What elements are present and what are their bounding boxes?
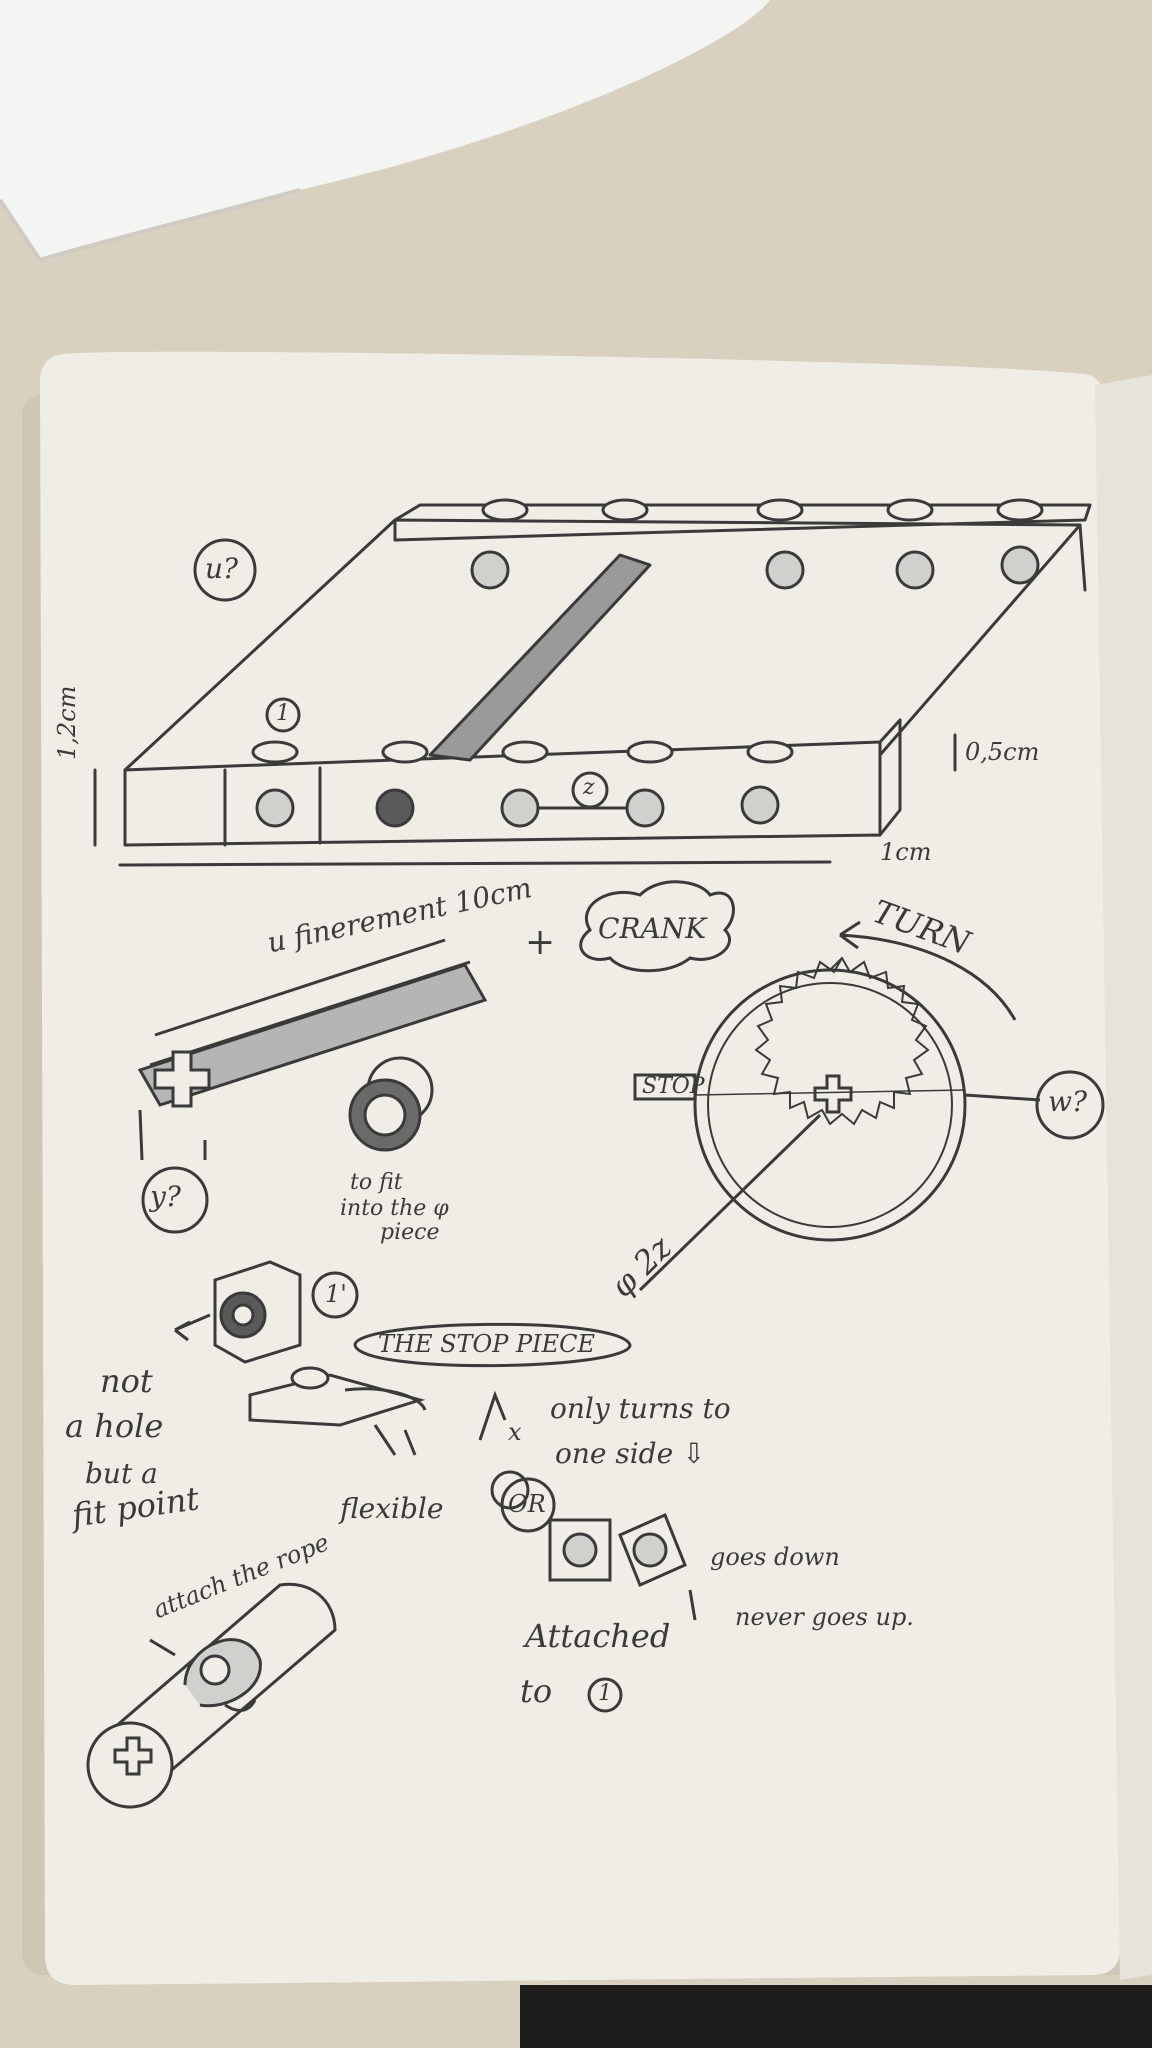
stop-tag <box>633 1073 697 1101</box>
height-dimension: 1,2cm <box>53 685 81 760</box>
u-label: u? <box>205 552 239 585</box>
or-circle <box>500 1477 556 1533</box>
stop-tag-label: STOP <box>642 1074 705 1099</box>
goes-down-line2: never goes up. <box>735 1603 914 1631</box>
stop-piece-label: THE STOP PIECE <box>378 1330 596 1358</box>
bottom-shadow <box>520 1985 1152 2048</box>
omega-circle <box>1035 1070 1105 1140</box>
one-circle-top <box>265 697 301 733</box>
one-label-top: 1 <box>276 701 290 726</box>
beam-holes <box>255 545 1040 828</box>
to-fit-line3: piece <box>380 1220 440 1245</box>
width-dimension-line <box>118 860 832 867</box>
attached-number: 1 <box>598 1681 612 1706</box>
attached-line2: to <box>520 1672 553 1710</box>
not-line3: but a <box>85 1457 158 1490</box>
to-fit-line2: into the φ <box>340 1196 449 1221</box>
paper-towel <box>0 0 770 260</box>
attached-circle <box>587 1677 623 1713</box>
plus-sign: + <box>525 922 556 963</box>
goes-down-line1: goes down <box>710 1543 840 1571</box>
attached-line1: Attached <box>525 1617 671 1655</box>
u-circle <box>193 538 257 602</box>
crank-cloud <box>579 880 735 973</box>
only-turns-line1: only turns to <box>550 1392 731 1425</box>
y-circle <box>141 1166 209 1234</box>
z-label: z <box>583 775 595 800</box>
or-label: OR <box>508 1490 546 1518</box>
stop-pawl <box>248 1366 530 1510</box>
rope-cylinder <box>86 1582 337 1809</box>
omega-label: w? <box>1048 1085 1087 1118</box>
or-pieces <box>548 1512 697 1621</box>
not-line1: not <box>100 1362 153 1400</box>
fit-point-block <box>174 1260 359 1364</box>
one-prime-label: 1' <box>325 1280 347 1308</box>
not-line2: a hole <box>65 1407 164 1445</box>
beam-studs <box>251 498 1044 764</box>
right-page-edge <box>1095 375 1152 1980</box>
crank-label: CRANK <box>598 912 707 945</box>
back-beam <box>393 503 1092 592</box>
gear-teeth <box>754 956 930 1126</box>
ratchet-gear <box>638 956 1041 1292</box>
stop-piece-bubble <box>353 1322 632 1368</box>
width-dimension: 1cm <box>880 838 932 866</box>
notebook-page <box>40 351 1120 1985</box>
flexible-label: flexible <box>340 1492 444 1525</box>
coupling-piece <box>348 1056 434 1152</box>
x-mark: x <box>508 1418 522 1446</box>
to-fit-line1: to fit <box>350 1170 403 1195</box>
turn-arrow <box>839 920 1017 1021</box>
cross-axle-rod <box>137 938 488 1161</box>
front-beam-dividers <box>223 766 322 847</box>
only-turns-line2: one side ⇩ <box>555 1437 706 1470</box>
depth-dimension: 0,5cm <box>965 738 1040 766</box>
y-label: y? <box>150 1180 181 1213</box>
center-axle <box>428 553 652 762</box>
base-plate <box>123 518 1082 772</box>
rod-cross-end <box>153 1050 211 1108</box>
towel-shadow <box>0 188 301 263</box>
z-circle <box>571 771 609 809</box>
